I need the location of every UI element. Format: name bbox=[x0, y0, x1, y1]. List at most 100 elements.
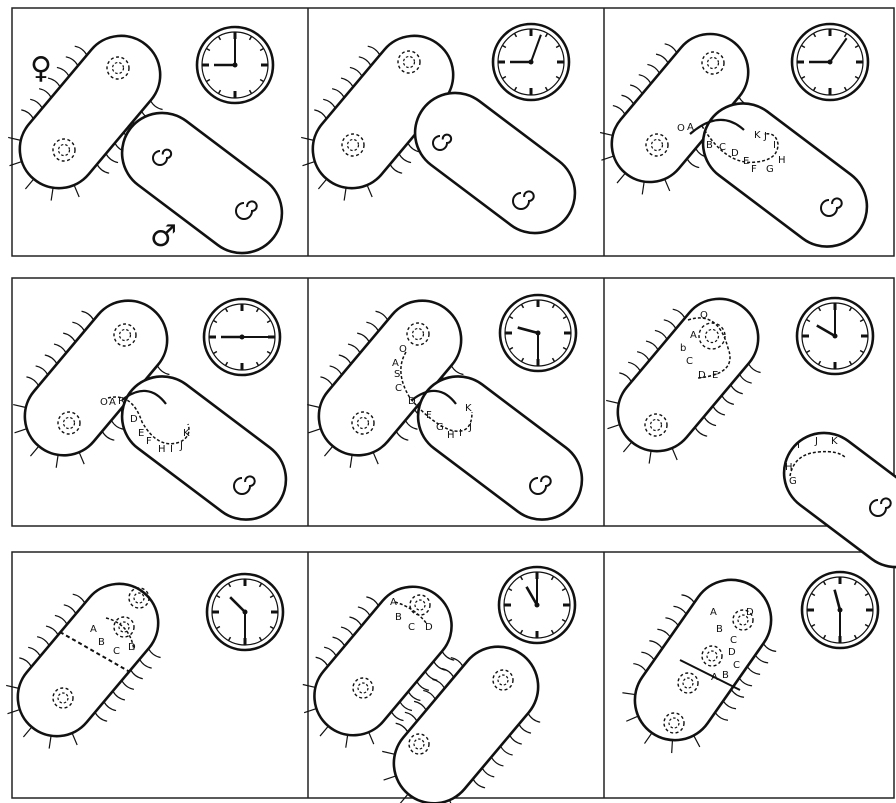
gene-label: B bbox=[722, 670, 729, 681]
gene-label: D bbox=[425, 622, 433, 633]
pilus-top bbox=[423, 689, 436, 700]
recombinant-cell bbox=[0, 558, 186, 771]
gene-label: S bbox=[394, 369, 400, 380]
gene-label: D bbox=[128, 642, 136, 653]
gene-label: G bbox=[436, 422, 444, 433]
pilus-end bbox=[617, 173, 625, 183]
pilus-top bbox=[359, 55, 372, 66]
pilus-bottom bbox=[94, 712, 107, 723]
gene-label: F bbox=[751, 164, 757, 175]
gene-label: O bbox=[677, 123, 685, 134]
pilus-top bbox=[26, 375, 39, 386]
clock-icon bbox=[792, 24, 868, 100]
pilus-bottom bbox=[721, 395, 734, 406]
gene-label: O bbox=[399, 344, 407, 355]
pilus-bottom bbox=[509, 734, 522, 745]
pilus-bottom bbox=[730, 384, 743, 395]
gene-label: C bbox=[719, 142, 726, 153]
pilus-end bbox=[341, 735, 353, 748]
gene-label: R bbox=[118, 396, 125, 407]
pilus-top bbox=[332, 87, 345, 98]
pilus-bottom bbox=[722, 700, 736, 710]
pilus-top bbox=[630, 83, 643, 94]
pilus-bottom bbox=[156, 365, 169, 376]
pilus-bottom bbox=[407, 691, 420, 702]
male-cell-wall bbox=[106, 360, 302, 535]
pilus-top bbox=[405, 711, 418, 722]
recombinant-cell-wall bbox=[619, 564, 787, 756]
pilus-top bbox=[341, 625, 354, 636]
pilus-bottom bbox=[686, 158, 699, 169]
pilus-bottom bbox=[450, 365, 463, 376]
pilus-end bbox=[324, 446, 332, 456]
male-cell-wall bbox=[402, 360, 598, 535]
pilus-top bbox=[37, 635, 50, 646]
pilus-bottom bbox=[405, 420, 418, 431]
gene-label: C bbox=[408, 622, 415, 633]
pilus-bottom bbox=[101, 431, 114, 442]
pilus-top bbox=[28, 646, 41, 657]
pilus-end bbox=[637, 182, 649, 195]
pilus-bottom bbox=[105, 153, 118, 164]
pilus-top bbox=[339, 353, 352, 364]
pilus-bottom bbox=[755, 654, 769, 664]
pilus-top bbox=[330, 364, 343, 375]
pilus-bottom bbox=[139, 658, 152, 669]
pilus-bottom bbox=[103, 701, 116, 712]
pilus-top bbox=[341, 76, 354, 87]
gene-label: K bbox=[754, 130, 761, 141]
female-symbol: ♀ bbox=[30, 51, 52, 86]
clock-icon bbox=[207, 574, 283, 650]
pilus-bottom bbox=[395, 431, 408, 442]
male-cell bbox=[399, 77, 591, 249]
recombinant-cell-wall bbox=[2, 568, 174, 752]
pilus-top bbox=[55, 614, 68, 625]
pilus-end bbox=[46, 188, 58, 201]
pilus-top bbox=[639, 73, 652, 84]
pilus-end bbox=[23, 727, 31, 737]
pilus-top bbox=[613, 104, 626, 115]
gene-label: H bbox=[785, 462, 793, 473]
pilus-bottom bbox=[714, 712, 728, 722]
pilus-bottom bbox=[148, 648, 161, 659]
pilus-top bbox=[366, 320, 379, 331]
gene-label: A bbox=[90, 624, 97, 635]
pilus-top bbox=[316, 656, 329, 667]
gene-label: I bbox=[797, 440, 800, 451]
gene-label: J bbox=[468, 422, 472, 433]
gene-label: E bbox=[138, 428, 144, 439]
pilus-top bbox=[358, 605, 371, 616]
pilus-top bbox=[665, 42, 678, 53]
pilus-bottom bbox=[398, 153, 411, 164]
clock-icon bbox=[197, 27, 273, 103]
pilus-top bbox=[333, 635, 346, 646]
gene-label: A bbox=[711, 672, 718, 683]
pilus-bottom bbox=[96, 164, 109, 175]
pilus-bottom bbox=[441, 651, 454, 662]
pilus-top bbox=[82, 309, 95, 320]
pilus-top bbox=[357, 331, 370, 342]
pilus-top bbox=[36, 364, 49, 375]
pilus-top bbox=[349, 615, 362, 626]
gene-label: b bbox=[680, 343, 686, 354]
pilus-end bbox=[644, 733, 651, 744]
pilus-top bbox=[647, 63, 660, 74]
pilus-bottom bbox=[389, 164, 402, 175]
male-cell bbox=[687, 87, 883, 262]
pilus-bottom bbox=[703, 416, 716, 427]
pilus-bottom bbox=[763, 643, 777, 653]
gene-label: K bbox=[465, 403, 472, 414]
pilus-top bbox=[656, 52, 669, 63]
female-cell-wall bbox=[602, 283, 774, 467]
gene-label: B bbox=[706, 140, 713, 151]
clock-icon bbox=[500, 295, 576, 371]
gene-label: K bbox=[183, 428, 190, 439]
pilus-end bbox=[666, 740, 678, 753]
pilus-bottom bbox=[694, 427, 707, 438]
pilus-top bbox=[21, 108, 34, 119]
male-cell-wall bbox=[687, 87, 883, 262]
gene-label: D bbox=[130, 414, 138, 425]
pilus-top bbox=[46, 624, 59, 635]
pilus-top bbox=[633, 662, 647, 672]
pilus-bottom bbox=[712, 405, 725, 416]
